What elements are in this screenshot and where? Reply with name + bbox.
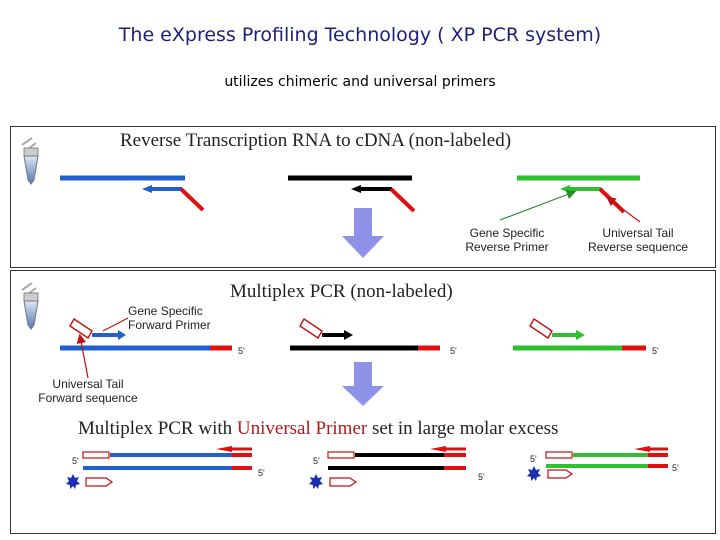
tube-icon: [21, 137, 39, 185]
down-arrow-icon: [342, 208, 384, 258]
label-gene-specific-reverse: Gene Specific Reverse Primer: [462, 226, 552, 254]
label-star-icon: [309, 474, 323, 489]
panel-reverse-transcription: [10, 126, 716, 268]
down-arrow-icon: [342, 362, 384, 406]
step3-heading-highlight: Universal Primer: [236, 418, 368, 439]
step2-heading: Multiplex PCR (non-labeled): [230, 281, 453, 302]
label-gene-specific-forward: Gene Specific Forward Primer: [128, 304, 211, 332]
step1-black-strand: [288, 175, 416, 213]
label-universal-tail-forward-line1: Universal Tail: [52, 377, 124, 391]
label-universal-tail-reverse-line1: Universal Tail: [602, 226, 674, 240]
step3-blue-duplex: [66, 446, 252, 489]
step1-heading: Reverse Transcription RNA to cDNA (non-l…: [120, 130, 512, 151]
five-prime-marker: 5': [238, 346, 245, 356]
label-universal-tail-reverse-line2: Reverse sequence: [587, 240, 689, 254]
pointer-universal-tail-reverse: [606, 196, 641, 223]
label-gene-specific-forward-line1: Gene Specific: [128, 304, 203, 318]
five-prime-marker: 5': [530, 454, 537, 464]
panel-multiplex-pcr: [10, 270, 716, 534]
page-title: The eXpress Profiling Technology ( XP PC…: [118, 24, 602, 46]
label-star-icon: [527, 466, 541, 481]
label-universal-tail-reverse: Universal Tail Reverse sequence: [583, 226, 693, 254]
label-star-icon: [66, 474, 80, 489]
step3-green-duplex: [527, 446, 668, 481]
page-subtitle: utilizes chimeric and universal primers: [224, 74, 496, 90]
step2-blue-cdna: [60, 318, 232, 351]
step2-green-cdna: [513, 318, 646, 351]
five-prime-marker: 5': [72, 456, 79, 466]
pointer-universal-tail-forward: [76, 333, 89, 379]
five-prime-marker: 5': [450, 346, 457, 356]
step2-black-cdna: [290, 318, 440, 351]
five-prime-marker: 5': [258, 468, 265, 478]
five-prime-marker: 5': [652, 346, 659, 356]
label-gene-specific-reverse-line1: Gene Specific: [469, 226, 545, 240]
pointer-gene-specific-reverse: [499, 190, 577, 221]
step3-heading-post: set in large molar excess: [367, 418, 559, 439]
label-universal-tail-forward: Universal Tail Forward sequence: [32, 377, 144, 405]
step3-black-duplex: [309, 446, 466, 489]
label-gene-specific-forward-line2: Forward Primer: [128, 318, 211, 332]
step3-heading: Multiplex PCR with Universal Primer set …: [78, 418, 558, 440]
step1-blue-strand: [60, 175, 205, 212]
step3-heading-pre: Multiplex PCR with: [78, 418, 237, 439]
label-universal-tail-forward-line2: Forward sequence: [38, 391, 138, 405]
five-prime-marker: 5': [672, 463, 679, 473]
five-prime-marker: 5': [478, 472, 485, 482]
tube-icon: [21, 282, 39, 330]
pointer-gene-specific-forward: [102, 317, 129, 332]
five-prime-marker: 5': [313, 456, 320, 466]
label-gene-specific-reverse-line2: Reverse Primer: [465, 240, 549, 254]
